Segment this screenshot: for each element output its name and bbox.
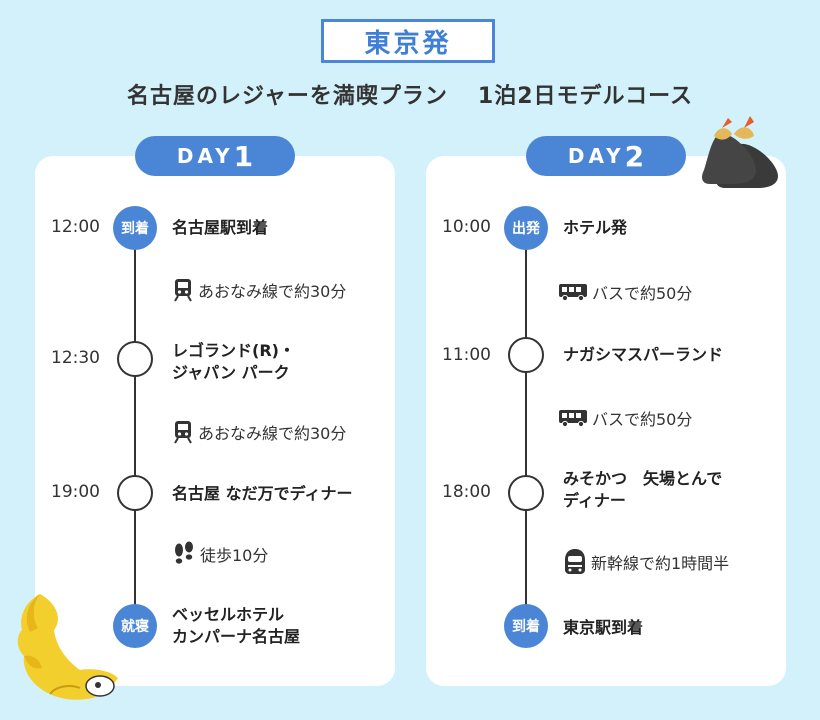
day1-timeline-line	[134, 230, 136, 630]
origin-badge: 東京発	[321, 19, 495, 63]
day2-stop3-time: 18:00	[442, 482, 491, 502]
day1-stop4-label-line1: ベッセルホテル	[172, 605, 285, 624]
train-icon	[174, 279, 192, 302]
plan-title-main: 名古屋のレジャーを満喫プラン	[127, 84, 448, 109]
day1-stop4-label-line2: カンパーナ名古屋	[172, 627, 301, 646]
day2-stop1-badge: 出発	[504, 206, 548, 250]
day1-stop1-badge: 到着	[113, 206, 157, 250]
day1-stop3-node	[117, 475, 153, 511]
day1-word: DAY	[176, 144, 234, 168]
bus-icon	[559, 410, 587, 428]
day2-word: DAY	[567, 144, 625, 168]
day2-stop3-node	[508, 475, 544, 511]
day1-stop2-node	[117, 341, 153, 377]
day2-stop4-badge: 到着	[504, 604, 548, 648]
bus-icon	[559, 284, 587, 302]
day2-stop2-label: ナガシマスパーランド	[563, 345, 724, 364]
day2-stop2-time: 11:00	[442, 345, 491, 365]
day2-stop2-node	[508, 337, 544, 373]
day1-number: 1	[233, 139, 254, 173]
footsteps-icon	[175, 541, 193, 564]
tenmusu-illustration	[702, 116, 778, 188]
shinkansen-icon	[565, 549, 585, 574]
day1-card	[35, 156, 395, 686]
day2-stop4-label: 東京駅到着	[563, 618, 644, 637]
day2-stop1-label: ホテル発	[563, 218, 628, 237]
plan-title: 名古屋のレジャーを満喫プラン 1泊2日モデルコース	[0, 78, 820, 110]
day2-transit3-text: 新幹線で約1時間半	[591, 554, 730, 573]
day1-stop2-time: 12:30	[51, 348, 100, 368]
day2-number: 2	[624, 139, 645, 173]
day2-transit1-text: バスで約50分	[592, 284, 693, 303]
day1-stop2-label-line1: レゴランド(R)・	[172, 341, 295, 360]
day2-transit2-text: バスで約50分	[592, 410, 693, 429]
day2-stop3-label-line2: ディナー	[563, 491, 626, 510]
day1-transit1-text: あおなみ線で約30分	[198, 282, 347, 301]
day1-transit1: あおなみ線で約30分	[172, 278, 346, 302]
day1-stop1-label: 名古屋駅到着	[172, 218, 269, 237]
day2-timeline-line	[525, 230, 527, 630]
day2-transit3: 新幹線で約1時間半	[563, 548, 729, 576]
day2-transit1: バスで約50分	[558, 280, 692, 304]
day1-transit3: 徒歩10分	[172, 541, 268, 567]
origin-text: 東京発	[364, 28, 452, 59]
golden-shachi-illustration	[17, 594, 118, 700]
day1-transit3-text: 徒歩10分	[200, 546, 269, 565]
day1-transit2-text: あおなみ線で約30分	[198, 424, 347, 443]
day2-stop1-time: 10:00	[442, 217, 491, 237]
day1-stop3-time: 19:00	[51, 482, 100, 502]
day2-card	[426, 156, 786, 686]
day1-stop4-label: ベッセルホテル カンパーナ名古屋	[172, 604, 300, 648]
day2-stop3-label-line1: みそかつ 矢場とんで	[563, 469, 723, 488]
plan-title-sub: 1泊2日モデルコース	[477, 84, 693, 109]
train-icon	[174, 421, 192, 444]
day1-transit2: あおなみ線で約30分	[172, 420, 346, 444]
day1-stop2-label-line2: ジャパン パーク	[172, 363, 290, 382]
day2-transit2: バスで約50分	[558, 406, 692, 430]
day1-stop2-label: レゴランド(R)・ ジャパン パーク	[172, 340, 295, 384]
day1-stop1-time: 12:00	[51, 217, 100, 237]
day1-stop3-label: 名古屋 なだ万でディナー	[172, 484, 353, 503]
day2-stop3-label: みそかつ 矢場とんで ディナー	[563, 468, 722, 512]
day1-stop4-badge: 就寝	[113, 604, 157, 648]
